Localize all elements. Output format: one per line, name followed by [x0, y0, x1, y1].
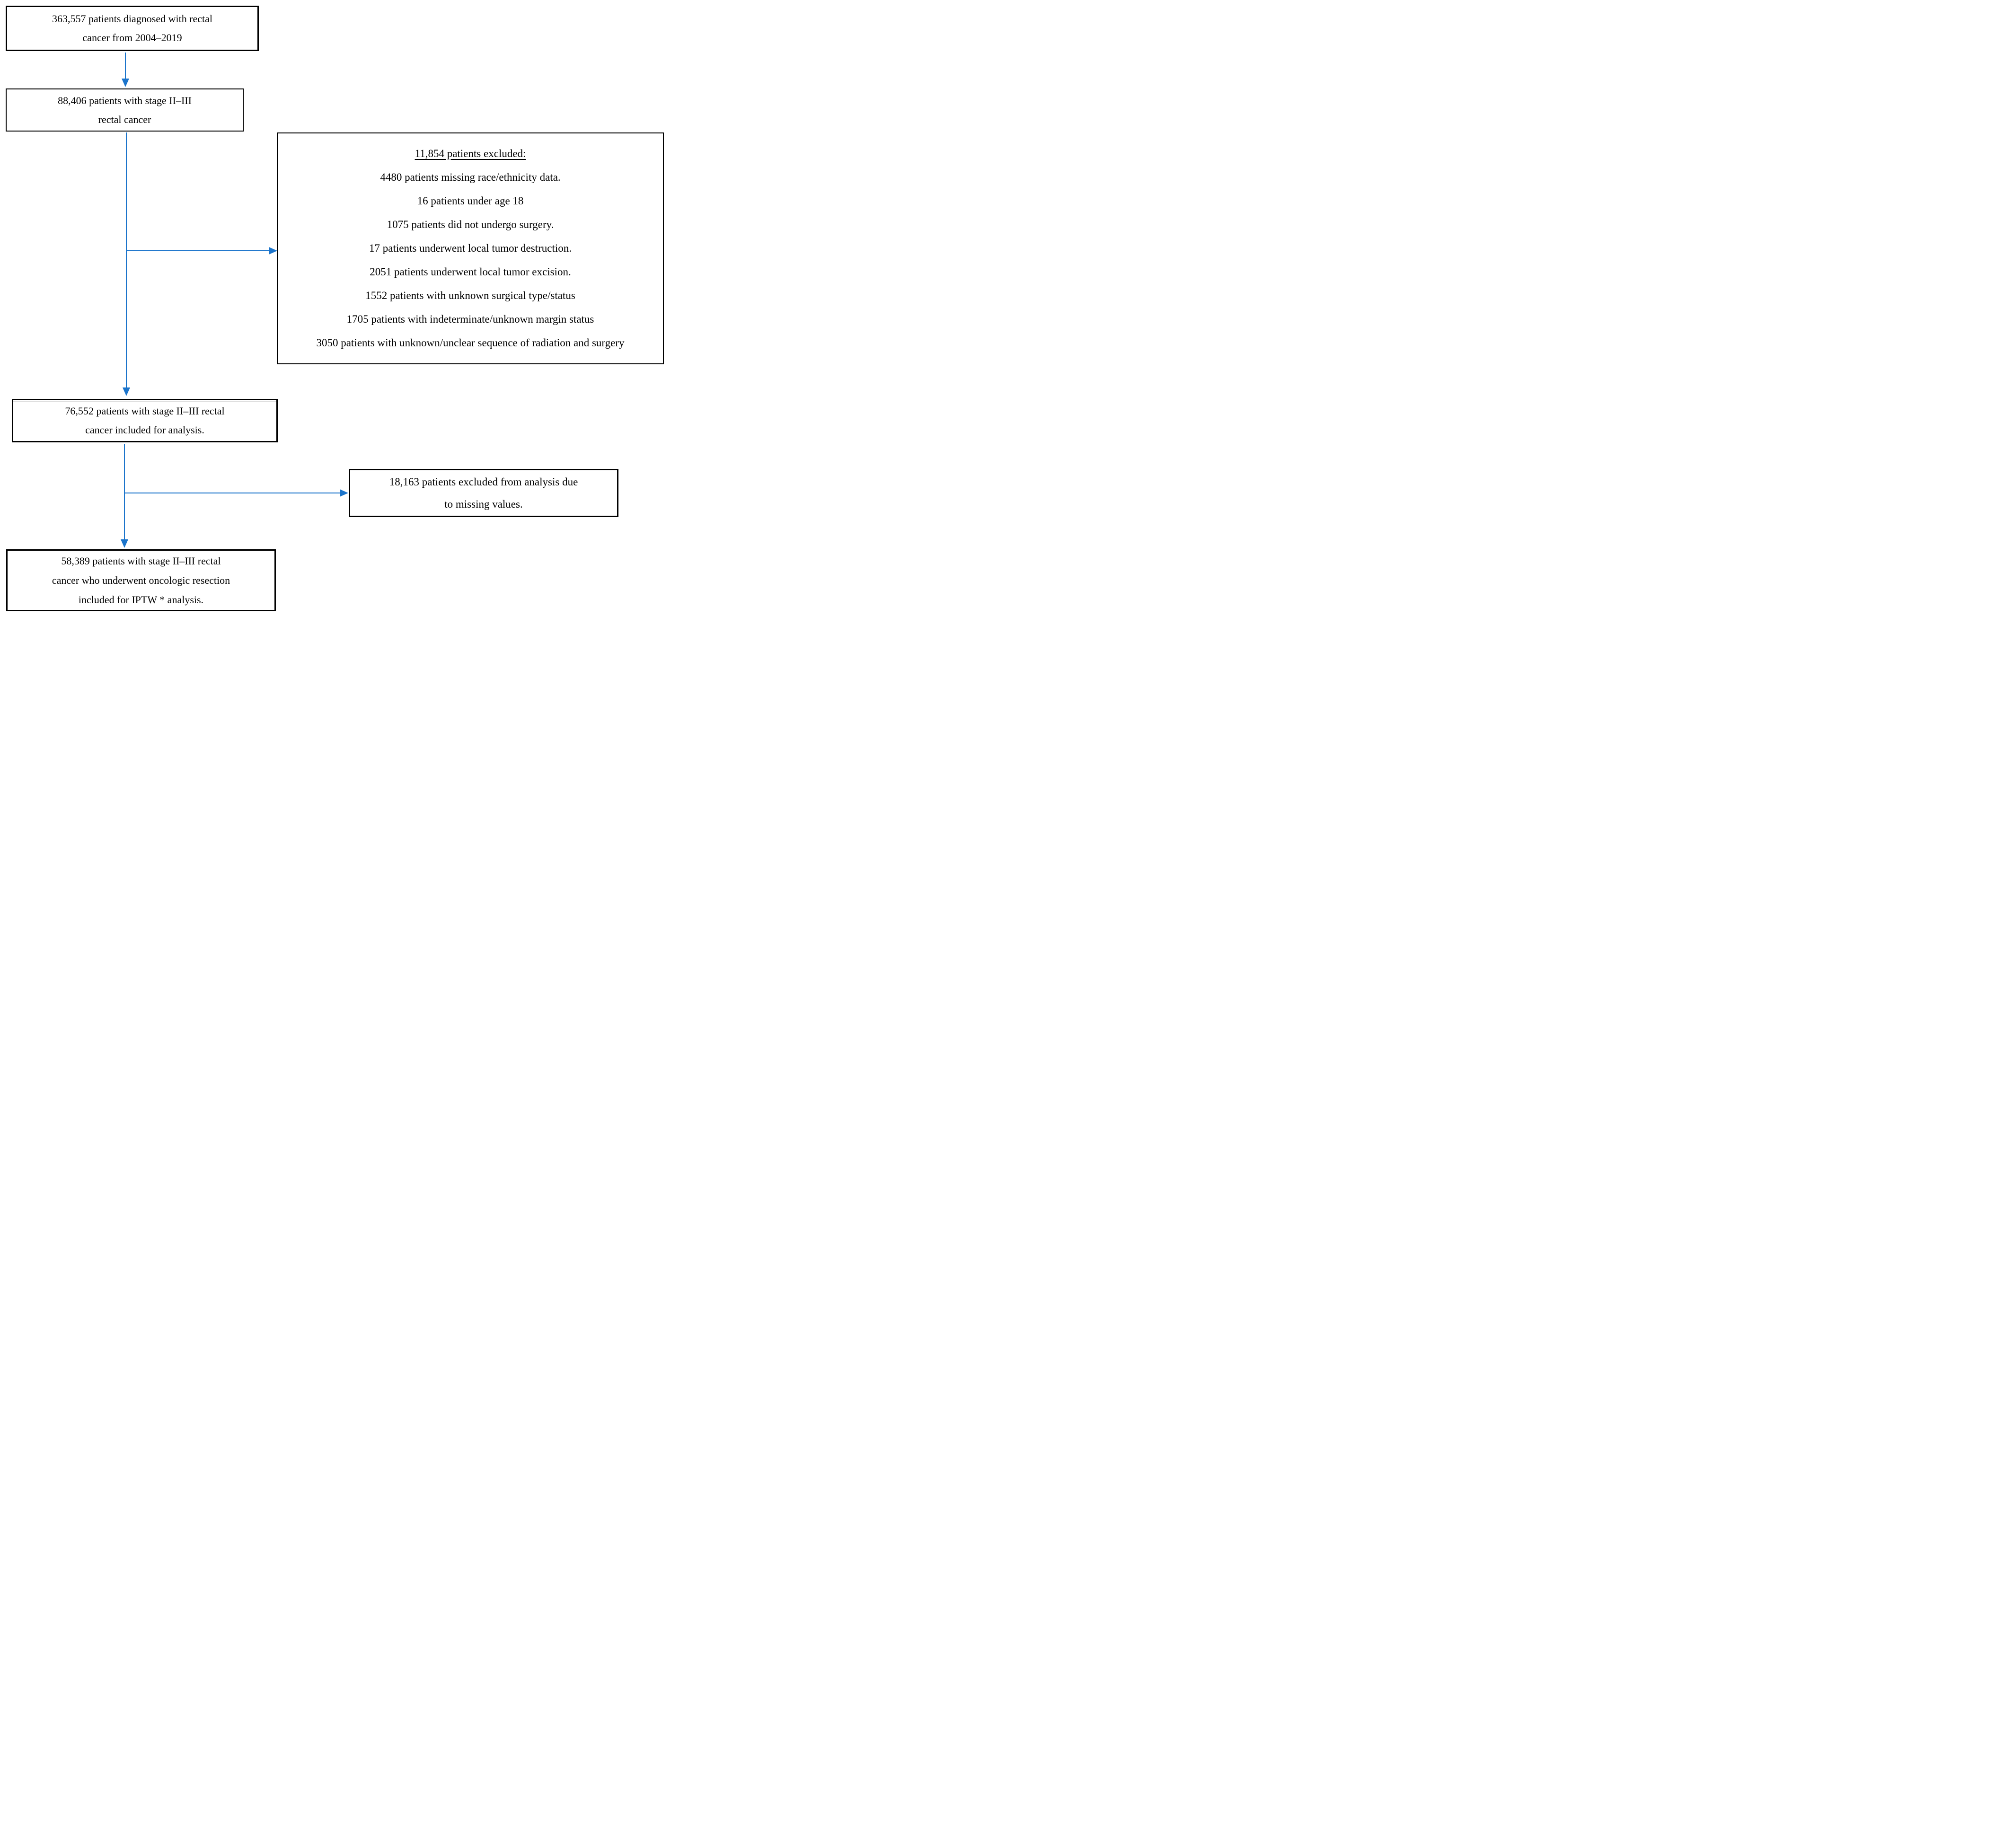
arrow-branch-to-exclusions-head-icon — [269, 247, 277, 255]
exclusion-item-under-age: 16 patients under age 18 — [417, 195, 524, 207]
box-excluded-missing-values: 18,163 patients excluded from analysis d… — [349, 469, 618, 517]
box-diagnosed-total: 363,557 patients diagnosed with rectal c… — [6, 6, 259, 51]
box-stage-ii-iii: 88,406 patients with stage II–III rectal… — [6, 88, 244, 132]
box-included-for-analysis-text: 76,552 patients with stage II–III rectal… — [65, 405, 225, 436]
patient-flow-diagram: 363,557 patients diagnosed with rectal c… — [0, 0, 668, 616]
arrow-branch-to-exclusions-shaft — [127, 250, 270, 251]
box-excluded-missing-values-text: 18,163 patients excluded from analysis d… — [389, 476, 578, 510]
arrow-stage-to-included-shaft — [126, 132, 127, 388]
exclusion-item-unknown-sequence: 3050 patients with unknown/unclear seque… — [316, 337, 625, 349]
arrow-included-to-iptw-shaft — [124, 444, 125, 540]
arrow-included-to-iptw-head-icon — [121, 539, 128, 548]
arrow-diagnosed-to-stage-shaft — [125, 53, 126, 79]
arrow-diagnosed-to-stage-head-icon — [122, 79, 129, 87]
box-included-for-analysis: 76,552 patients with stage II–III rectal… — [12, 399, 278, 442]
arrow-branch-to-missing-values-head-icon — [340, 489, 348, 497]
arrow-stage-to-included-head-icon — [123, 387, 130, 396]
box-iptw-analysis-text: 58,389 patients with stage II–III rectal… — [52, 555, 230, 606]
exclusion-item-unknown-margin: 1705 patients with indeterminate/unknown… — [346, 313, 594, 325]
box-exclusions: 11,854 patients excluded: 4480 patients … — [277, 132, 664, 364]
exclusion-item-race-ethnicity: 4480 patients missing race/ethnicity dat… — [380, 171, 561, 183]
box-stage-ii-iii-text: 88,406 patients with stage II–III rectal… — [58, 94, 192, 125]
box-diagnosed-total-text: 363,557 patients diagnosed with rectal c… — [52, 13, 213, 44]
exclusion-item-no-surgery: 1075 patients did not undergo surgery. — [387, 219, 554, 230]
exclusion-item-tumor-excision: 2051 patients underwent local tumor exci… — [370, 266, 571, 278]
exclusions-heading: 11,854 patients excluded: — [415, 148, 526, 159]
box-iptw-analysis: 58,389 patients with stage II–III rectal… — [6, 549, 276, 611]
exclusion-item-unknown-surgical-type: 1552 patients with unknown surgical type… — [365, 290, 575, 301]
exclusion-item-tumor-destruction: 17 patients underwent local tumor destru… — [369, 242, 572, 254]
